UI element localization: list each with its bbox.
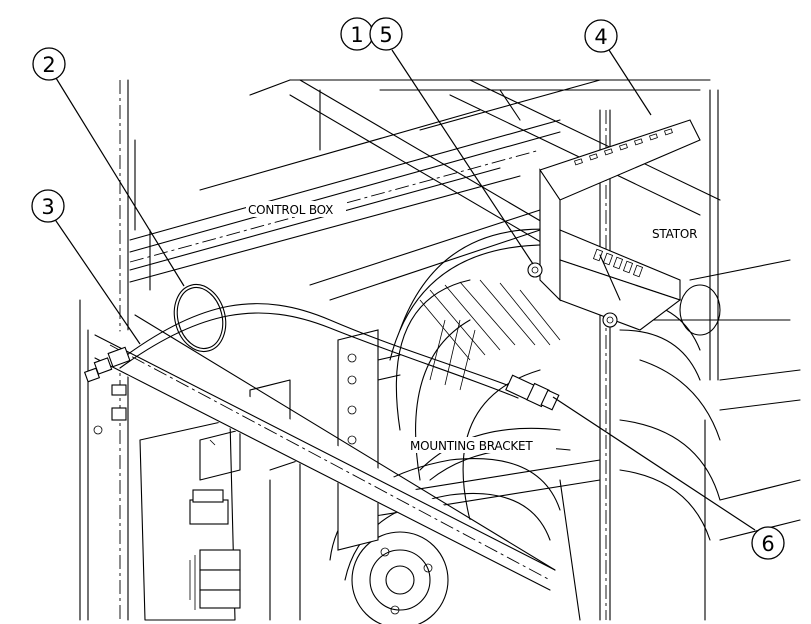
callout-4-number: 4 [594, 25, 607, 49]
callout-1-number: 1 [350, 23, 363, 47]
callout-5-number: 5 [379, 23, 392, 47]
callout-2: 2 [32, 47, 66, 81]
front-beam [94, 314, 560, 591]
callout-6: 6 [751, 526, 785, 560]
stator-label: STATOR [652, 227, 697, 241]
bracket-slots [574, 128, 673, 278]
mounting-bracket-label: MOUNTING BRACKET [410, 439, 533, 453]
callout-3-number: 3 [41, 195, 54, 219]
callout-4: 4 [584, 19, 618, 53]
mounting-bracket-plate [337, 329, 401, 551]
control-box-rails [129, 79, 711, 301]
control-panel-lower [93, 379, 301, 621]
bracket-assembly [527, 119, 701, 331]
rotor-blades [419, 279, 561, 391]
callout-6-number: 6 [761, 532, 774, 556]
leader-lines [53, 49, 756, 531]
control-box-label: CONTROL BOX [248, 203, 333, 217]
ring-clamp [173, 283, 227, 353]
callout-3: 3 [31, 189, 65, 223]
cable-assembly [83, 303, 560, 411]
callout-2-number: 2 [42, 53, 55, 77]
callout-1: 1 [340, 17, 374, 51]
callout-5: 5 [369, 17, 403, 51]
